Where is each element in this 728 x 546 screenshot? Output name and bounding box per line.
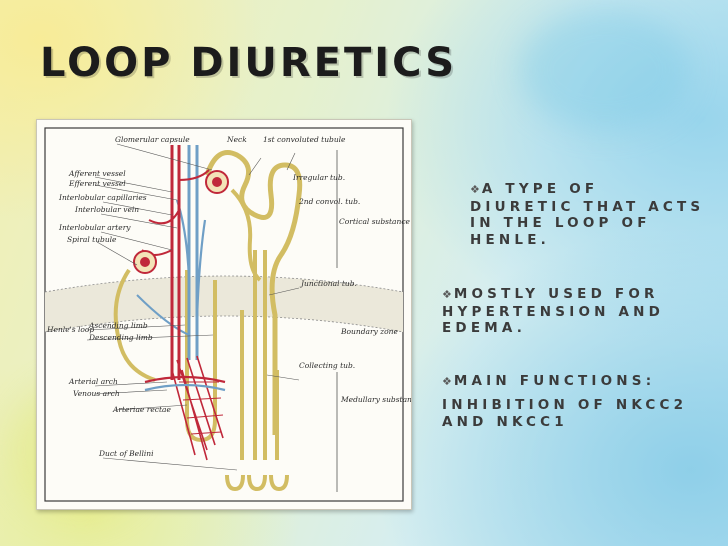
label-arteriae-rectae: Arteriae rectae (112, 405, 171, 414)
label-neck: Neck (226, 135, 247, 144)
label-irregular-tub: Irregular tub. (292, 173, 345, 182)
background-splotch (520, 10, 690, 130)
label-medullary: Medullary substance (340, 395, 411, 404)
label-henles-loop: Henle's loop (46, 325, 94, 334)
label-first-convoluted: 1st convoluted tubule (263, 135, 346, 144)
nephron-diagram: Glomerular capsule Neck 1st convoluted t… (36, 119, 412, 510)
diamond-bullet-icon: ❖ (442, 288, 452, 301)
bullet-text: A TYPE OF DIURETIC THAT ACTS IN THE LOOP… (470, 181, 705, 248)
bullet-text: MOSTLY USED FOR HYPERTENSION AND EDEMA. (442, 286, 665, 336)
label-arterial-arch: Arterial arch (68, 377, 118, 386)
label-interlobular-capillaries: Interlobular capillaries (58, 193, 147, 202)
label-efferent: Efferent vessel (68, 179, 126, 188)
label-duct-of-bellini: Duct of Bellini (98, 449, 154, 458)
label-venous-arch: Venous arch (73, 389, 120, 398)
label-junctional: Junctional tub. (299, 279, 357, 288)
bullet-item: ❖A TYPE OF DIURETIC THAT ACTS IN THE LOO… (470, 181, 710, 248)
label-interlobular-artery: Interlobular artery (58, 223, 131, 232)
bullet-text: MAIN FUNCTIONS: (453, 373, 656, 389)
bullet-item: ❖MAIN FUNCTIONS: (442, 373, 702, 391)
label-glomerular-capsule: Glomerular capsule (115, 135, 190, 144)
label-boundary: Boundary zone (340, 327, 398, 336)
label-interlobular-vein: Interlobular vein (74, 205, 139, 214)
bullet-item: INHIBITION OF NKCC2 AND NKCC1 (442, 397, 712, 430)
slide-title: Loop Diuretics (40, 40, 458, 86)
diamond-bullet-icon: ❖ (470, 183, 480, 196)
diamond-bullet-icon: ❖ (442, 375, 452, 388)
label-ascending: Ascending limb (88, 321, 148, 330)
bullet-text: INHIBITION OF NKCC2 AND NKCC1 (442, 397, 688, 430)
bullet-item: ❖MOSTLY USED FOR HYPERTENSION AND EDEMA. (442, 286, 682, 337)
label-collecting: Collecting tub. (299, 361, 355, 370)
nephron-illustration: Glomerular capsule Neck 1st convoluted t… (44, 127, 411, 502)
label-second-convol: 2nd convol. tub. (298, 197, 360, 206)
label-afferent: Afferent vessel (68, 169, 126, 178)
label-descending: Descending limb (88, 333, 153, 342)
label-spiral-tubule: Spiral tubule (67, 235, 117, 244)
label-cortical: Cortical substance (339, 217, 411, 226)
